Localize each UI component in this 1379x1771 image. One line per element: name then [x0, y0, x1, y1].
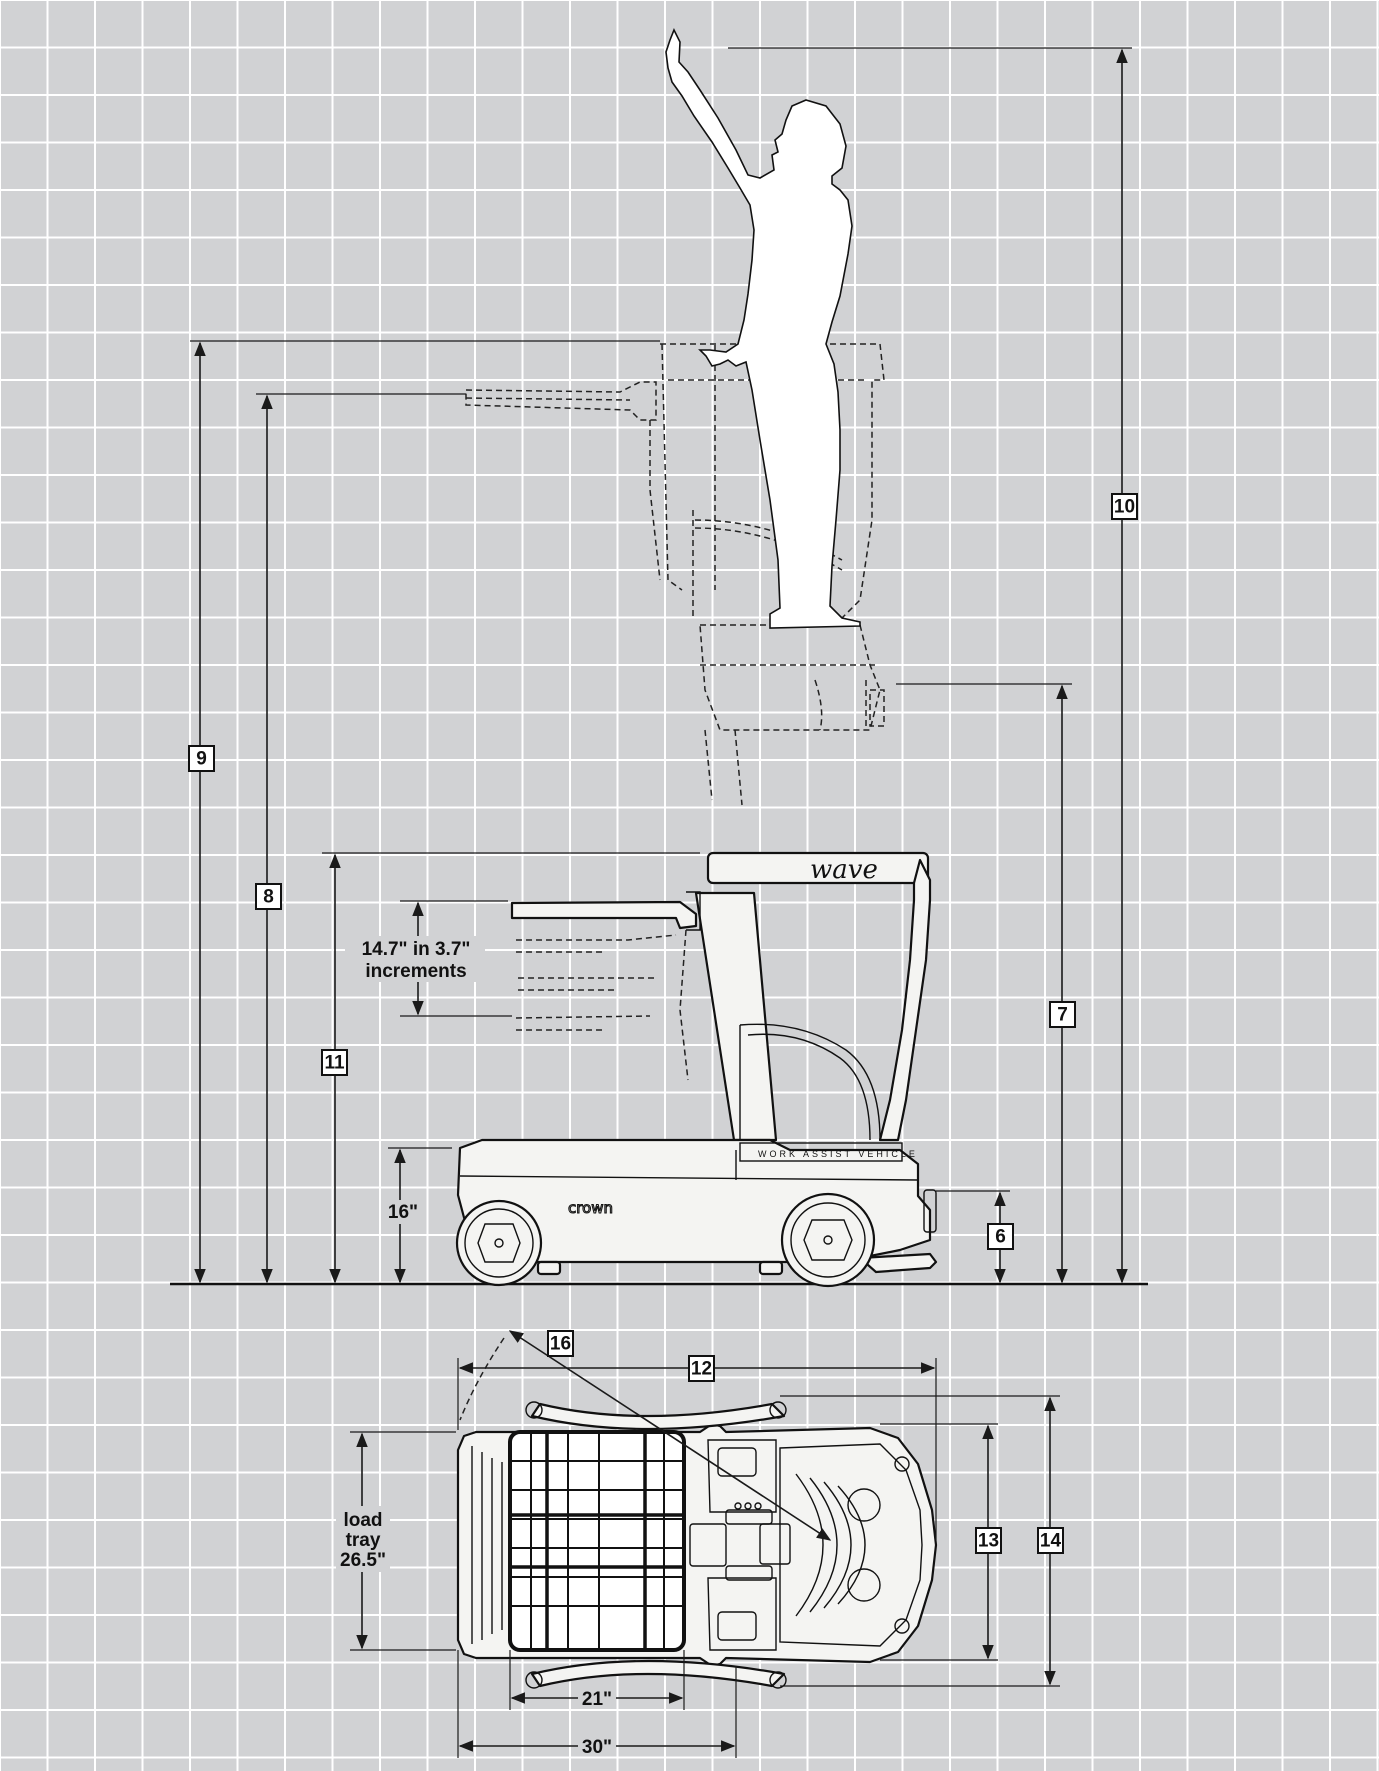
callout-10: 10: [1114, 497, 1135, 518]
vehicle-mast: wave: [694, 851, 932, 1142]
rear-deck-ribs: [471, 1446, 503, 1644]
drive-wheel: [780, 1192, 876, 1288]
load-tray-label-2: tray: [346, 1530, 381, 1551]
wave-brand: wave: [810, 855, 878, 885]
crown-logo: crown: [568, 1199, 613, 1217]
side-view: wave WORK ASSIST VEHICLE crown: [170, 28, 1148, 1288]
outer-width-label: 30": [582, 1737, 612, 1758]
rear-wheel: [455, 1199, 543, 1287]
tray-range-label-2: increments: [365, 961, 466, 982]
tray-range-label-1: 14.7" in 3.7": [362, 939, 471, 960]
swing-arc: [459, 1337, 505, 1421]
load-tray-grid: [508, 1430, 686, 1652]
operator-silhouette: [665, 28, 861, 629]
top-extension-lines: [350, 1358, 1060, 1758]
callout-7: 7: [1057, 1005, 1068, 1026]
load-tray-label-1: load: [343, 1510, 382, 1531]
extension-lines: [190, 47, 1132, 1192]
vehicle-tagline: WORK ASSIST VEHICLE: [758, 1149, 918, 1159]
callout-16: 16: [550, 1334, 571, 1355]
step-height-label: 16": [388, 1202, 418, 1223]
callout-9: 9: [196, 749, 207, 770]
callout-8: 8: [263, 887, 274, 908]
callout-12: 12: [691, 1359, 712, 1380]
callout-13: 13: [978, 1531, 999, 1552]
top-view: 16 12 13 14 load tray 26.5" 21" 30": [336, 1330, 1064, 1758]
work-tray: [510, 891, 701, 1081]
callout-14: 14: [1040, 1531, 1062, 1552]
inner-width-label: 21": [582, 1689, 612, 1710]
callout-11: 11: [324, 1053, 345, 1074]
dimension-lines: [194, 48, 1128, 1284]
load-tray-label-3: 26.5": [340, 1550, 386, 1571]
callout-6: 6: [995, 1227, 1006, 1248]
